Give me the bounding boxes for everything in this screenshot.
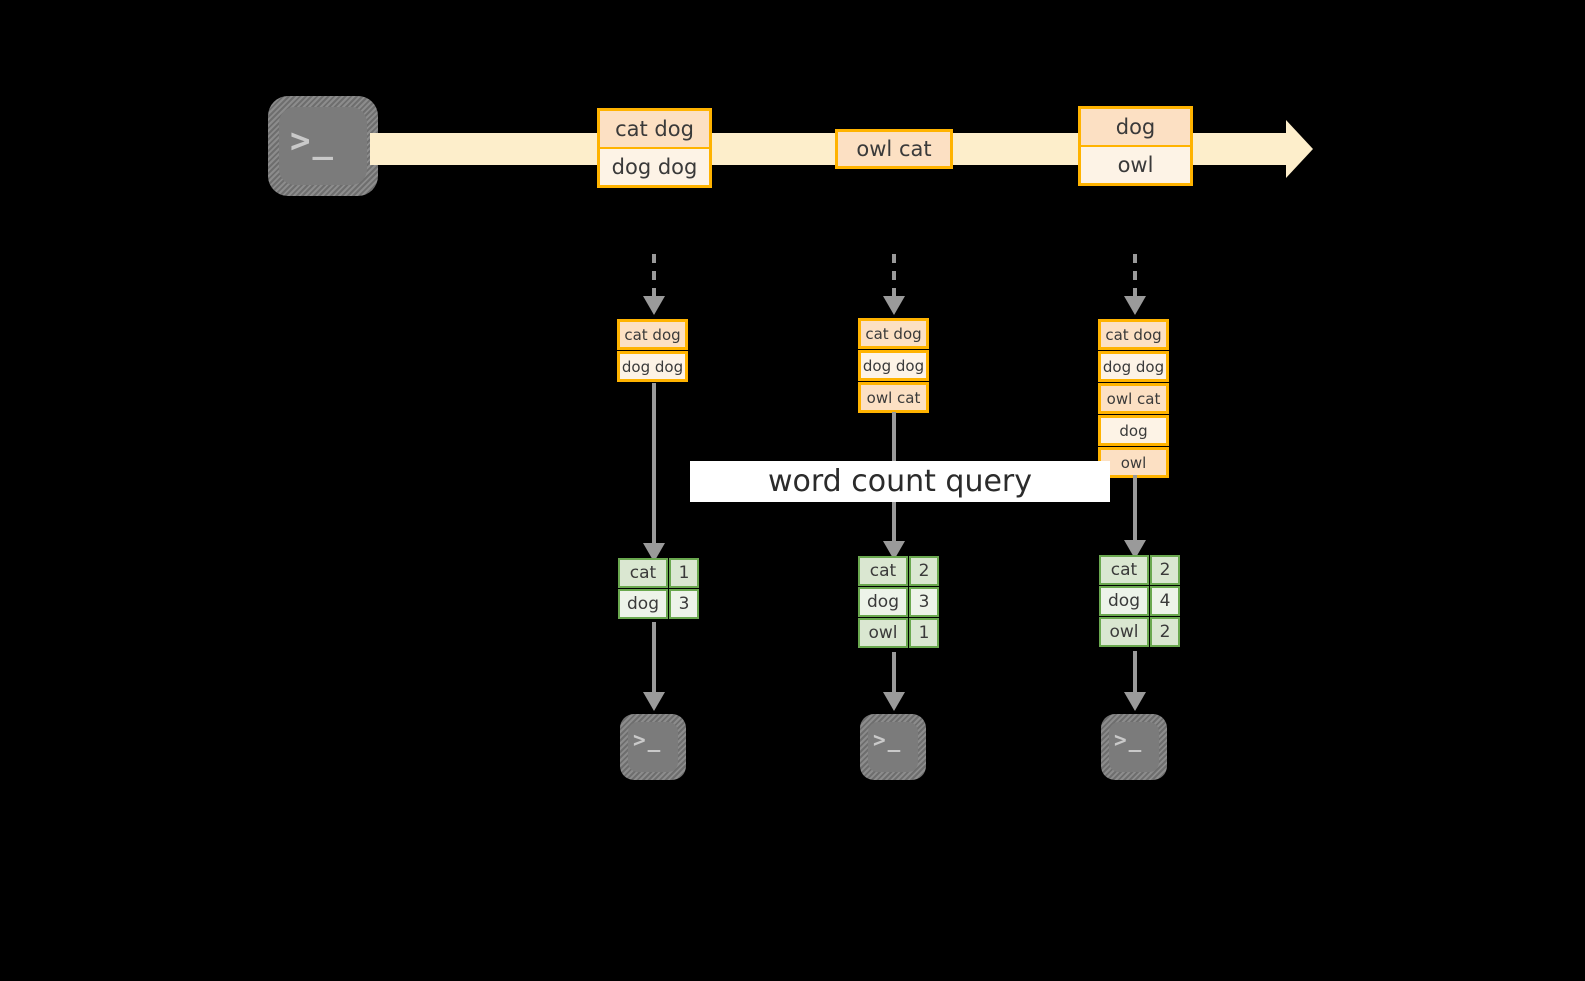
terminal-prompt-glyph: >_ (1114, 728, 1144, 752)
table-cell-count: 4 (1150, 586, 1180, 616)
snapshot-1-query-connector-head-icon (643, 543, 665, 562)
snapshot-1-output-connector (652, 622, 656, 694)
stream-event-3-line-1: dog (1081, 109, 1190, 145)
terminal-screen (1109, 722, 1159, 772)
snapshot-3-output-connector-head-icon (1124, 692, 1146, 711)
dashed-connector-3 (1133, 254, 1137, 300)
snapshot-2-count-table[interactable]: cat 2 dog 3 owl 1 (858, 556, 939, 648)
accumulated-record: dog dog (617, 351, 688, 382)
table-row: cat 1 (618, 558, 699, 588)
snapshot-3-consumer-terminal-icon: >_ (1101, 714, 1167, 780)
record-text: dog (1119, 421, 1148, 440)
snapshot-1-count-table[interactable]: cat 1 dog 3 (618, 558, 699, 619)
accumulated-record: dog dog (1098, 351, 1169, 382)
terminal-screen (279, 107, 367, 185)
accumulated-record: owl cat (858, 382, 929, 413)
stream-event-1-line-1: cat dog (600, 111, 709, 147)
terminal-screen (628, 722, 678, 772)
stream-event-1-line-2: dog dog (600, 147, 709, 185)
dashed-connector-1-head-icon (643, 296, 665, 315)
snapshot-1-output-connector-head-icon (643, 692, 665, 711)
accumulated-record: cat dog (1098, 319, 1169, 350)
table-row: dog 3 (618, 589, 699, 619)
snapshot-2-query-connector-head-icon (883, 541, 905, 560)
table-cell-word: dog (858, 587, 908, 617)
snapshot-1-accumulated-records[interactable]: cat dog dog dog (617, 319, 688, 382)
accumulated-record: dog dog (858, 350, 929, 381)
table-cell-word: cat (618, 558, 668, 588)
record-text: cat dog (624, 325, 681, 344)
table-cell-word: cat (858, 556, 908, 586)
snapshot-1-consumer-terminal-icon: >_ (620, 714, 686, 780)
table-row: owl 1 (858, 618, 939, 648)
accumulated-record: owl cat (1098, 383, 1169, 414)
table-cell-count: 3 (909, 587, 939, 617)
dashed-connector-1 (652, 254, 656, 300)
record-text: dog dog (621, 357, 684, 376)
table-cell-count: 2 (1150, 555, 1180, 585)
stream-event-1[interactable]: cat dog dog dog (597, 108, 712, 188)
table-row: cat 2 (858, 556, 939, 586)
record-text: dog dog (1102, 357, 1165, 376)
snapshot-3-query-connector (1133, 475, 1137, 545)
stream-event-2[interactable]: owl cat (835, 129, 953, 169)
table-cell-word: owl (1099, 617, 1149, 647)
record-text: owl cat (1106, 389, 1161, 408)
record-text: dog dog (862, 356, 925, 375)
terminal-prompt-glyph: >_ (633, 728, 663, 752)
snapshot-1-query-connector (652, 383, 656, 548)
query-banner: word count query (690, 461, 1110, 502)
record-text: owl (1117, 153, 1154, 177)
snapshot-2-consumer-terminal-icon: >_ (860, 714, 926, 780)
table-cell-count: 2 (1150, 617, 1180, 647)
accumulated-record: cat dog (858, 318, 929, 349)
table-row: dog 4 (1099, 586, 1180, 616)
terminal-screen (868, 722, 918, 772)
query-banner-label: word count query (767, 464, 1033, 499)
table-cell-word: dog (618, 589, 668, 619)
table-cell-count: 1 (669, 558, 699, 588)
snapshot-3-accumulated-records[interactable]: cat dog dog dog owl cat dog owl (1098, 319, 1169, 478)
table-cell-count: 3 (669, 589, 699, 619)
table-cell-count: 2 (909, 556, 939, 586)
accumulated-record: dog (1098, 415, 1169, 446)
accumulated-record: cat dog (617, 319, 688, 350)
snapshot-3-query-connector-head-icon (1124, 540, 1146, 559)
table-row: owl 2 (1099, 617, 1180, 647)
producer-terminal-icon: >_ (268, 96, 378, 196)
dashed-connector-3-head-icon (1124, 296, 1146, 315)
record-text: cat dog (1105, 325, 1162, 344)
snapshot-3-count-table[interactable]: cat 2 dog 4 owl 2 (1099, 555, 1180, 647)
record-text: dog dog (611, 155, 698, 179)
record-text: owl (1120, 453, 1147, 472)
terminal-prompt-glyph: >_ (290, 121, 335, 161)
stream-event-3-line-2: owl (1081, 145, 1190, 183)
record-text: cat dog (865, 324, 922, 343)
record-text: cat dog (615, 117, 694, 141)
terminal-prompt-glyph: >_ (873, 728, 903, 752)
table-cell-word: dog (1099, 586, 1149, 616)
stream-event-3[interactable]: dog owl (1078, 106, 1193, 186)
record-text: owl cat (856, 137, 932, 161)
snapshot-2-output-connector-head-icon (883, 692, 905, 711)
table-row: cat 2 (1099, 555, 1180, 585)
record-text: dog (1115, 115, 1156, 139)
snapshot-3-output-connector (1133, 651, 1137, 694)
table-cell-word: cat (1099, 555, 1149, 585)
table-row: dog 3 (858, 587, 939, 617)
table-cell-count: 1 (909, 618, 939, 648)
stream-event-2-line-1: owl cat (838, 132, 950, 166)
dashed-connector-2 (892, 254, 896, 300)
record-text: owl cat (866, 388, 921, 407)
table-cell-word: owl (858, 618, 908, 648)
stream-arrow-head-icon (1286, 120, 1313, 178)
snapshot-2-output-connector (892, 652, 896, 694)
dashed-connector-2-head-icon (883, 296, 905, 315)
snapshot-2-accumulated-records[interactable]: cat dog dog dog owl cat (858, 318, 929, 413)
